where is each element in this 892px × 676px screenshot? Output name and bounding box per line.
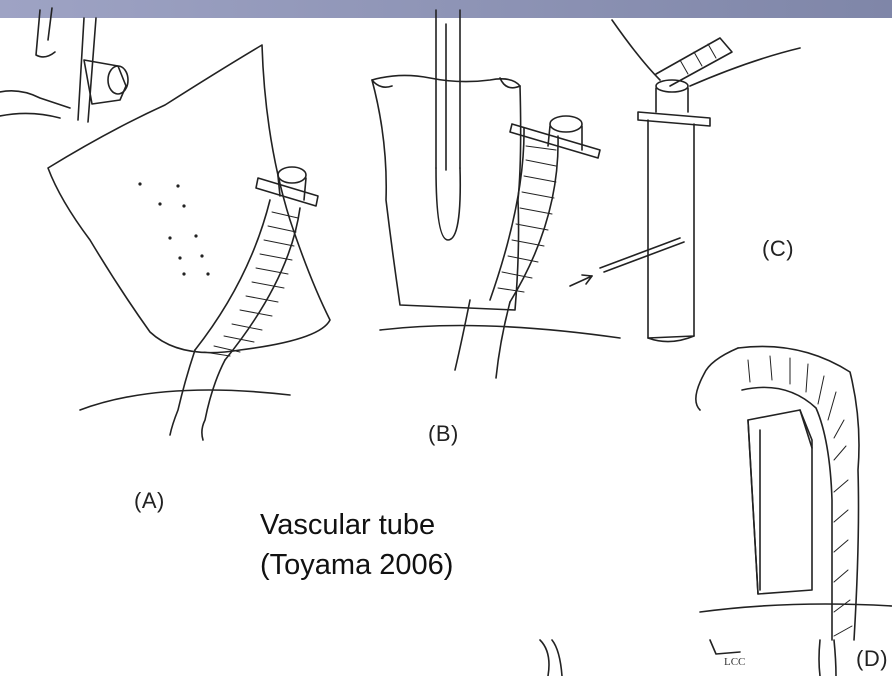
panel-c-drawing <box>570 20 800 342</box>
panel-a-drawing <box>0 8 330 440</box>
panel-c-label: (C) <box>762 236 794 262</box>
panel-b-drawing <box>372 10 620 378</box>
panel-b-label: (B) <box>428 421 459 447</box>
lcc-fragment: LCC <box>724 656 745 668</box>
caption-line-2: (Toyama 2006) <box>260 545 453 585</box>
bottom-fragments <box>540 640 740 676</box>
figure-caption: Vascular tube (Toyama 2006) <box>260 505 453 585</box>
panel-d-drawing <box>696 346 892 676</box>
panel-a-label: (A) <box>134 488 165 514</box>
panel-d-label: (D) <box>856 646 888 672</box>
caption-line-1: Vascular tube <box>260 505 453 545</box>
